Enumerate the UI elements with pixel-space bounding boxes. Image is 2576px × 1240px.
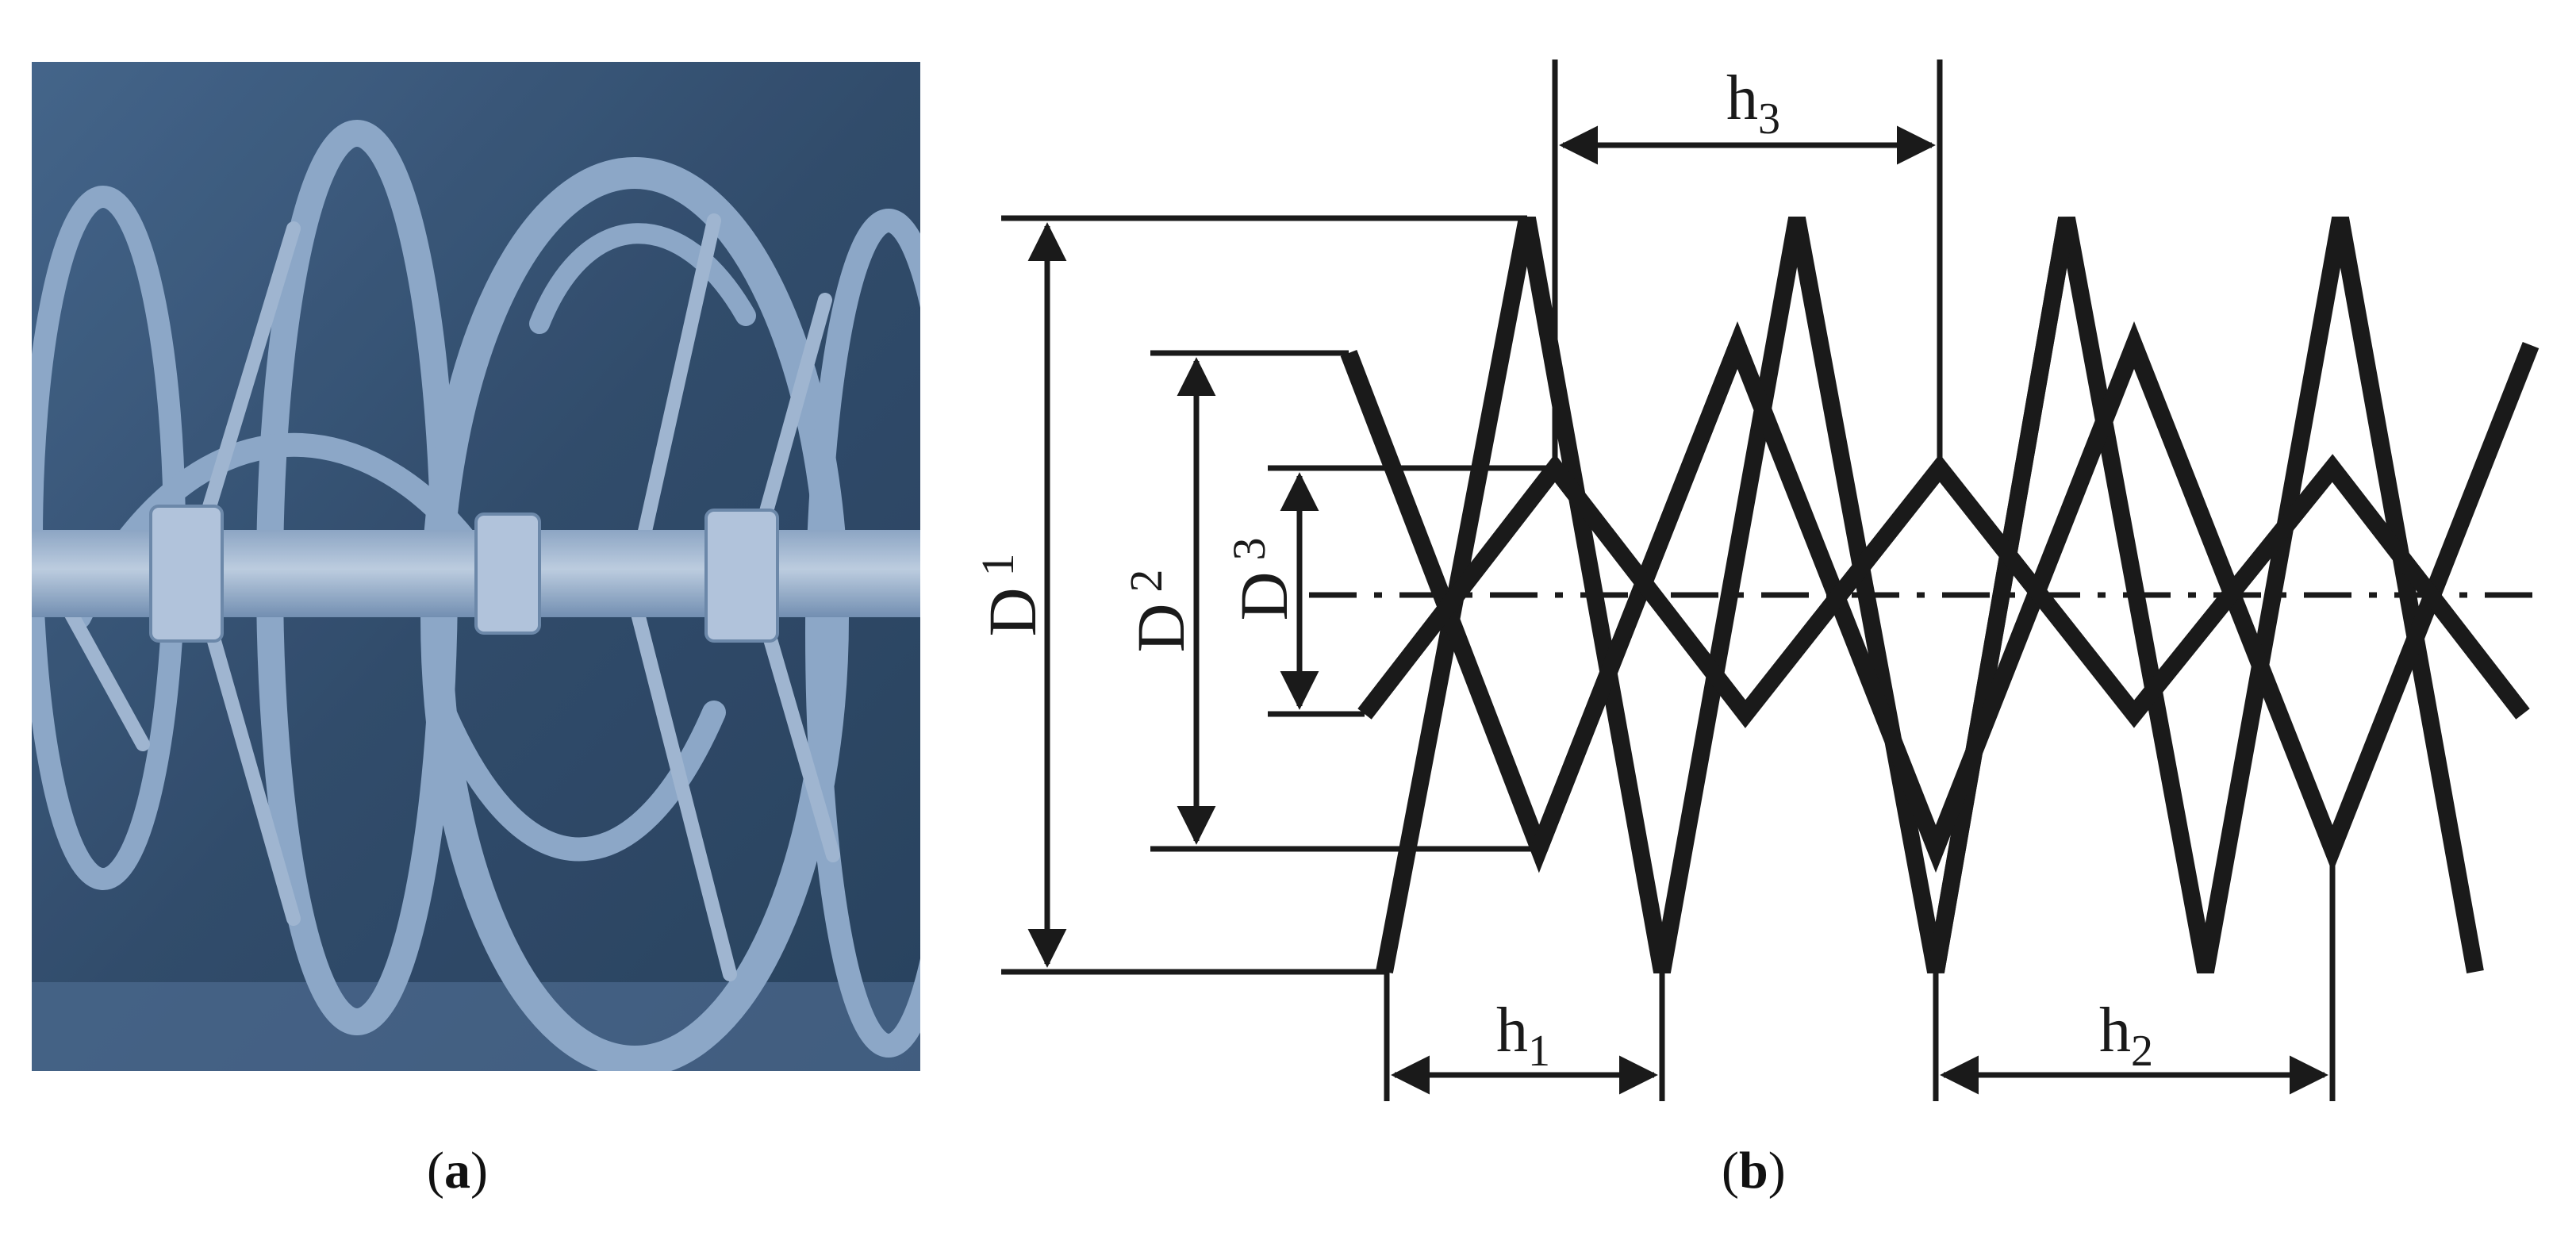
h3-label: h3	[1726, 63, 1780, 144]
d1-label: D1	[972, 553, 1050, 636]
photo-vignette	[32, 62, 920, 1071]
h1-label: h1	[1496, 996, 1550, 1076]
mixer-photo	[32, 62, 920, 1071]
extension-lines	[1001, 60, 2336, 1101]
d3-label: D3	[1223, 537, 1302, 620]
svg-text:D2: D2	[1120, 569, 1199, 652]
ribbon-ring-right	[805, 209, 920, 1058]
middle-ribbon-reverse	[1530, 341, 1746, 853]
inner-ribbon-zigzag	[1357, 454, 2530, 728]
svg-text:D3: D3	[1223, 537, 1302, 620]
inner-ribbon-right	[529, 223, 756, 334]
h2-label: h2	[2099, 996, 2153, 1076]
shaft-hubs	[149, 505, 779, 643]
caption-a: (a)	[427, 1142, 488, 1200]
outer-ribbon-zigzag-b	[1927, 217, 2075, 973]
caption-b: (b)	[1722, 1142, 1786, 1200]
svg-text:D1: D1	[972, 553, 1050, 636]
trough-floor	[32, 982, 920, 1071]
dimension-arrows	[1027, 125, 2328, 1095]
d2-label: D2	[1120, 569, 1199, 652]
